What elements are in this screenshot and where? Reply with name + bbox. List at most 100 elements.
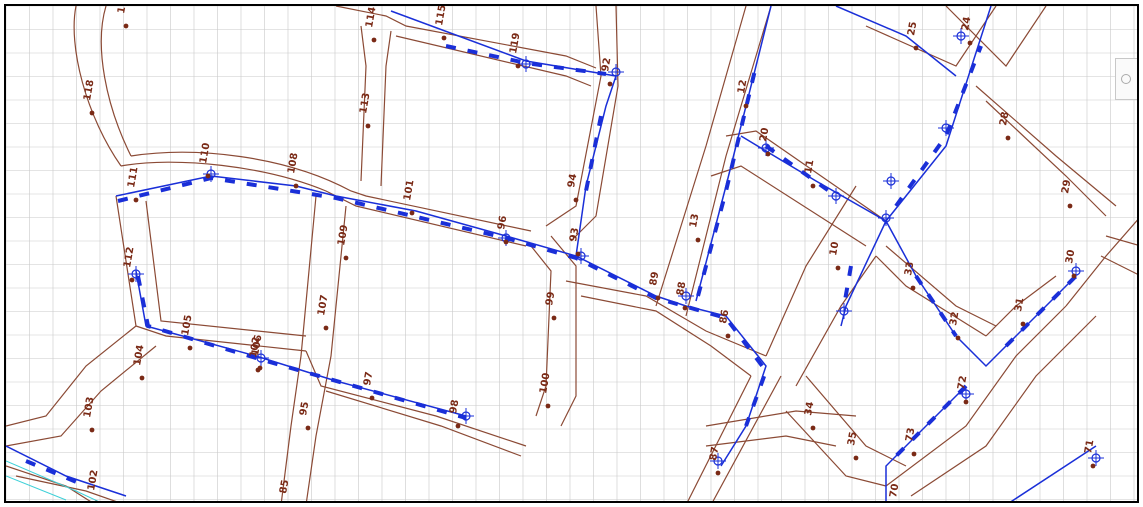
node-label: 101 <box>402 179 416 202</box>
node-marker <box>573 197 579 203</box>
node-label: 31 <box>1013 297 1026 313</box>
node-label: 85 <box>278 479 291 495</box>
valve-symbol <box>938 120 954 136</box>
node-marker <box>89 110 95 116</box>
node-label: 109 <box>336 224 350 247</box>
node-label: 92 <box>600 57 613 73</box>
node-label: 20 <box>758 127 771 143</box>
node-marker <box>765 151 771 157</box>
node-marker <box>129 277 135 283</box>
valve-symbol <box>958 386 974 402</box>
node-marker <box>1067 203 1073 209</box>
node-label: 97 <box>362 371 375 387</box>
water-line <box>6 460 99 501</box>
node-label: 111 <box>126 166 140 189</box>
node-label: 33 <box>903 261 916 277</box>
node-label: 100 <box>538 372 552 395</box>
node-marker <box>725 333 731 339</box>
road-network <box>6 6 1137 501</box>
node-marker <box>1071 273 1077 279</box>
node-marker <box>575 251 581 257</box>
valve-symbol <box>608 64 624 80</box>
valve-symbol <box>518 56 534 72</box>
node-label: 104 <box>132 344 146 367</box>
circle-icon <box>1121 74 1131 84</box>
node-marker <box>810 183 816 189</box>
node-label: 95 <box>298 401 311 417</box>
node-label: 89 <box>648 271 661 287</box>
node-label: 87 <box>708 446 721 462</box>
map-viewport[interactable]: 1171141151181131191101111121051041031021… <box>4 4 1139 503</box>
node-label: 105 <box>180 314 194 337</box>
node-label: 115 <box>434 6 448 27</box>
node-marker <box>715 470 721 476</box>
node-marker <box>371 37 377 43</box>
node-marker <box>409 210 415 216</box>
node-marker <box>963 399 969 405</box>
node-marker <box>911 451 917 457</box>
node-marker <box>133 197 139 203</box>
node-marker <box>323 325 329 331</box>
node-label: 11 <box>803 159 816 175</box>
node-marker <box>441 35 447 41</box>
valve-symbol <box>253 350 269 366</box>
node-marker <box>835 265 841 271</box>
valve-symbol <box>128 266 144 282</box>
node-marker <box>94 500 98 501</box>
valve-symbol <box>458 408 474 424</box>
node-label: 113 <box>358 92 372 115</box>
node-marker <box>205 173 211 179</box>
valve-symbol <box>678 288 694 304</box>
valve-symbol <box>883 173 899 189</box>
node-label: 93 <box>568 227 581 243</box>
node-label: 29 <box>1060 179 1073 195</box>
node-label: 98 <box>448 399 461 415</box>
node-label: 73 <box>904 427 917 443</box>
node-label: 110 <box>198 142 212 165</box>
node-marker <box>515 63 521 69</box>
valve-symbols <box>128 28 1104 469</box>
node-label: 117 <box>116 6 130 15</box>
node-marker <box>1090 463 1096 469</box>
node-marker <box>810 425 816 431</box>
node-marker <box>255 367 261 373</box>
pipe-network <box>6 6 1097 501</box>
map-canvas[interactable]: 1171141151181131191101111121051041031021… <box>6 6 1139 503</box>
node-marker <box>89 427 95 433</box>
node-label: 108 <box>286 152 300 175</box>
node-marker <box>955 335 961 341</box>
node-labels: 1171141151181131191101111121051041031021… <box>82 6 1096 499</box>
node-markers <box>89 23 1096 501</box>
node-label: 112 <box>122 246 136 269</box>
valve-symbol <box>836 303 852 319</box>
node-marker <box>682 305 688 311</box>
side-panel-handle[interactable] <box>1115 58 1137 100</box>
node-label: 13 <box>688 213 701 229</box>
node-marker <box>655 295 661 301</box>
valve-symbol <box>1088 450 1104 466</box>
node-marker <box>305 425 311 431</box>
node-marker <box>967 40 973 46</box>
valve-symbol <box>710 453 726 469</box>
node-marker <box>503 239 509 245</box>
node-marker <box>743 103 749 109</box>
node-label: 12 <box>736 79 749 95</box>
node-label: 32 <box>948 311 961 327</box>
valve-symbol <box>953 28 969 44</box>
node-marker <box>545 403 551 409</box>
grid-lines <box>6 6 1137 501</box>
node-label: 88 <box>675 281 688 297</box>
node-label: 10 <box>828 241 841 257</box>
valve-symbol <box>828 188 844 204</box>
node-label: 30 <box>1064 249 1077 265</box>
valve-symbol <box>878 210 894 226</box>
node-label: 118 <box>82 79 96 102</box>
node-label: 107 <box>316 294 330 317</box>
node-label: 24 <box>960 16 973 32</box>
node-marker <box>1005 135 1011 141</box>
node-marker <box>293 183 299 189</box>
node-marker <box>455 423 461 429</box>
node-label: 99 <box>544 291 557 307</box>
node-marker <box>123 23 129 29</box>
node-marker <box>853 455 859 461</box>
